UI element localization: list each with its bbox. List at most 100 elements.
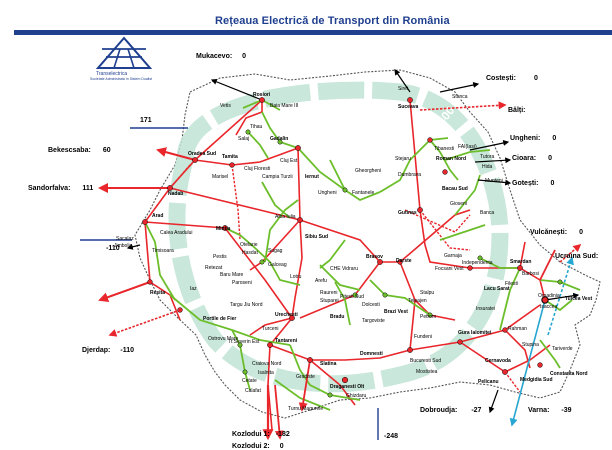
flow-label: Dobroudja:-27 xyxy=(420,407,482,414)
station-label: Suceava xyxy=(398,104,419,110)
station-label: Paroseni xyxy=(232,280,252,286)
station-label: Urechesti xyxy=(275,312,298,318)
flow-label: Djerdap:-110 xyxy=(82,347,134,354)
lines-400kv-dashed xyxy=(169,164,521,393)
flow-label: Ungheni:0 xyxy=(510,135,556,142)
station-label: Brazi Vest xyxy=(384,309,408,315)
station-label: Stupina xyxy=(522,342,539,348)
station-label: Campia Turzii xyxy=(262,174,293,180)
station-label: Calea Aradului xyxy=(160,230,193,236)
station-label: FAI(Iasi) xyxy=(458,144,477,150)
station-labels: Rosiori Vetis Baia Mare III Tihau Salaj … xyxy=(114,86,592,412)
station-label: Calafat xyxy=(245,388,261,394)
station-label: Stuparei xyxy=(320,298,339,304)
flow-label: Varna:-39 xyxy=(528,407,572,414)
station-label: Domnesti xyxy=(360,351,383,357)
romania-outline xyxy=(134,69,601,419)
flow-label: Sandorfalva:111 xyxy=(28,185,93,192)
station-label: Bradu xyxy=(330,314,344,320)
station-label: Sibiu Sud xyxy=(305,234,328,240)
station-label: Stalpu xyxy=(420,290,434,296)
station-label: Gura Ialomitei xyxy=(458,330,492,336)
station-label: Mintia xyxy=(216,226,231,232)
station-label: Targu Jiu Nord xyxy=(230,302,263,308)
station-label: Craiova Nord xyxy=(252,361,282,367)
station-label: Raureni xyxy=(320,290,338,296)
station-label: Dolcesti xyxy=(362,302,380,308)
free-value: -248 xyxy=(384,433,398,440)
station-label: Hida xyxy=(482,164,493,170)
station-label: Independenta xyxy=(462,260,493,266)
station-label: Oradea Sud xyxy=(188,151,216,157)
station-label: Retezat xyxy=(205,265,223,271)
station-label: Baru Mare xyxy=(220,272,244,278)
station-label: Sacalaz xyxy=(116,236,134,242)
flow-label: Cioara:0 xyxy=(512,155,552,162)
flow-label: Bekescsaba:60 xyxy=(48,147,111,154)
station-label: Tr.Severin Est xyxy=(228,339,260,345)
flow-label: Vulcănești:0 xyxy=(530,229,583,236)
flow-label: Gotești:0 xyxy=(512,180,554,187)
station-label: Stanca xyxy=(452,94,468,100)
station-label: Timisoara xyxy=(152,248,174,254)
station-label: Cluj Floresti xyxy=(244,166,270,172)
station-label: Pelicanu xyxy=(478,379,499,385)
station-label: Hasdat xyxy=(242,250,258,256)
station-label: Munteni xyxy=(485,178,503,184)
station-label: Ghizdaru xyxy=(346,393,367,399)
station-label: Galceag xyxy=(268,262,287,268)
station-label: Baia Mare III xyxy=(270,103,298,109)
station-label: Constanta Nord xyxy=(550,371,588,377)
station-label: Slatina xyxy=(320,361,337,367)
station-label: Turceni xyxy=(262,326,279,332)
station-label: Arefu xyxy=(315,278,327,284)
station-label: Insuratei xyxy=(476,306,495,312)
station-label: Bacau Sud xyxy=(442,186,468,192)
station-label: Turnu Magurele xyxy=(288,406,323,412)
station-label: Iaz xyxy=(190,286,197,292)
station-label: Cluj Est xyxy=(280,158,298,164)
station-label: Otelarie xyxy=(240,242,258,248)
station-label: Draganesti Olt xyxy=(330,384,365,390)
station-label: Teleajen xyxy=(408,298,427,304)
station-label: Arad xyxy=(152,213,163,219)
station-label: Banca xyxy=(480,210,494,216)
header-bar xyxy=(14,30,612,35)
flow-label: Costești:0 xyxy=(486,75,538,82)
page-title: Rețeaua Electrică de Transport din Român… xyxy=(215,15,450,27)
station-label: Resita xyxy=(150,290,165,296)
station-label: Isaccea xyxy=(540,304,557,310)
station-label: Roman Nord xyxy=(436,156,466,162)
station-label: Barbosi xyxy=(522,271,539,277)
station-label: Vetis xyxy=(220,103,231,109)
station-label: Tulcea Vest xyxy=(565,296,592,302)
station-label: Isalnita xyxy=(258,370,274,376)
flow-label: Ucraina Sud: xyxy=(555,253,598,260)
station-label: Petrom xyxy=(420,314,436,320)
flow-labels: Mukacevo: 0 Costești:0 Bălți: Ungheni:0 … xyxy=(28,53,598,450)
station-label: Stejaru xyxy=(395,156,411,162)
station-label: Tantareni xyxy=(275,338,298,344)
station-label: Jimbolia xyxy=(114,243,133,249)
station-label: Fantanele xyxy=(352,190,374,196)
substation-nodes xyxy=(142,97,563,398)
station-label: Gadalin xyxy=(270,136,288,142)
station-label: Ostrovu Mare xyxy=(208,336,239,342)
flow-label: Kozlodui 2:0 xyxy=(232,443,284,450)
station-label: CHE Vidraru xyxy=(330,266,358,272)
station-label: Gutinas xyxy=(398,210,417,216)
station-label: Ungheni xyxy=(318,190,337,196)
station-label: Pitesti Sud xyxy=(340,294,364,300)
station-label: Marisel xyxy=(212,174,228,180)
station-label: Lacu Sarat xyxy=(484,286,510,292)
interconnection-arrows xyxy=(98,69,582,441)
station-label: Alba Iulia xyxy=(275,214,296,220)
station-label: Lotru xyxy=(290,274,302,280)
flow-label: Kozlodui 1:-182 xyxy=(232,431,290,438)
flow-label: Mukacevo: 0 xyxy=(196,53,246,60)
transelectrica-logo-icon xyxy=(95,36,153,69)
station-label: Bucuresti Sud xyxy=(410,358,441,364)
station-label: Tamita xyxy=(222,154,238,160)
